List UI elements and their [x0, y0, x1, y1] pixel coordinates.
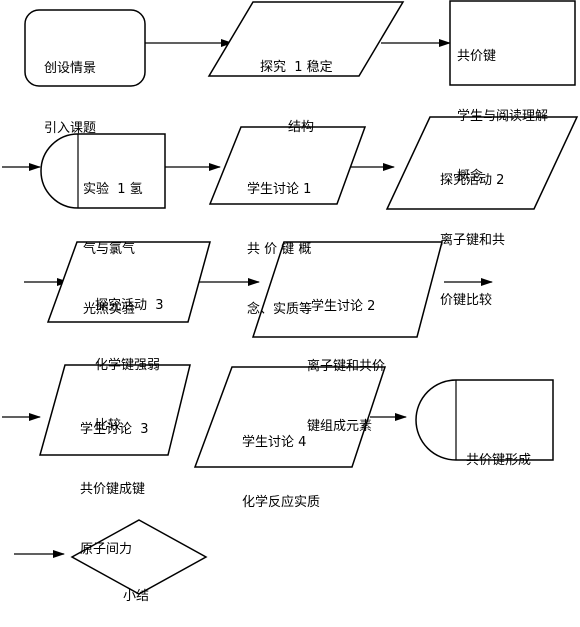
summary-text: 小结 [123, 589, 150, 604]
covalent-concept-text: 共价键 学生与阅读理解 概念 [457, 49, 549, 184]
summary-box [70, 519, 208, 595]
experiment-1-text: 实验 1 氢 气与氯气 光照实验 [83, 182, 143, 317]
create-scene-text: 创设情景 引入课题 [44, 61, 97, 136]
flowchart [2, 0, 579, 595]
activity-3-text: 探究活动 3 化学键强弱 比较 [95, 298, 164, 433]
experiment-1-box [40, 133, 166, 209]
discussion-2-box [251, 241, 443, 338]
activity-2-text: 探究活动 2 离子键和共 价键比较 [440, 173, 506, 308]
discussion-3-box [39, 364, 191, 456]
activity-3-box [46, 241, 211, 323]
covalent-formation-box [415, 379, 554, 461]
discussion-1-text: 学生讨论 1 共 价 键 概 念、实质等 [247, 182, 313, 317]
activity-2-box [385, 116, 579, 210]
discussion-4-box [193, 366, 387, 468]
explore-1-text: 探究 1 稳定 结构 [260, 60, 333, 135]
explore-1-box [207, 1, 405, 77]
create-scene-box [24, 9, 146, 87]
discussion-1-box [208, 126, 367, 205]
covalent-concept-box [449, 0, 576, 86]
discussion-2-text: 学生讨论 2 离子键和共价 键组成元素 [307, 299, 386, 434]
covalent-formation-text: 共价键形成 [466, 453, 532, 468]
discussion-3-text: 学生讨论 3 共价键成键 原子间力 [80, 422, 149, 557]
discussion-4-text: 学生讨论 4 化学反应实质 [242, 435, 321, 510]
